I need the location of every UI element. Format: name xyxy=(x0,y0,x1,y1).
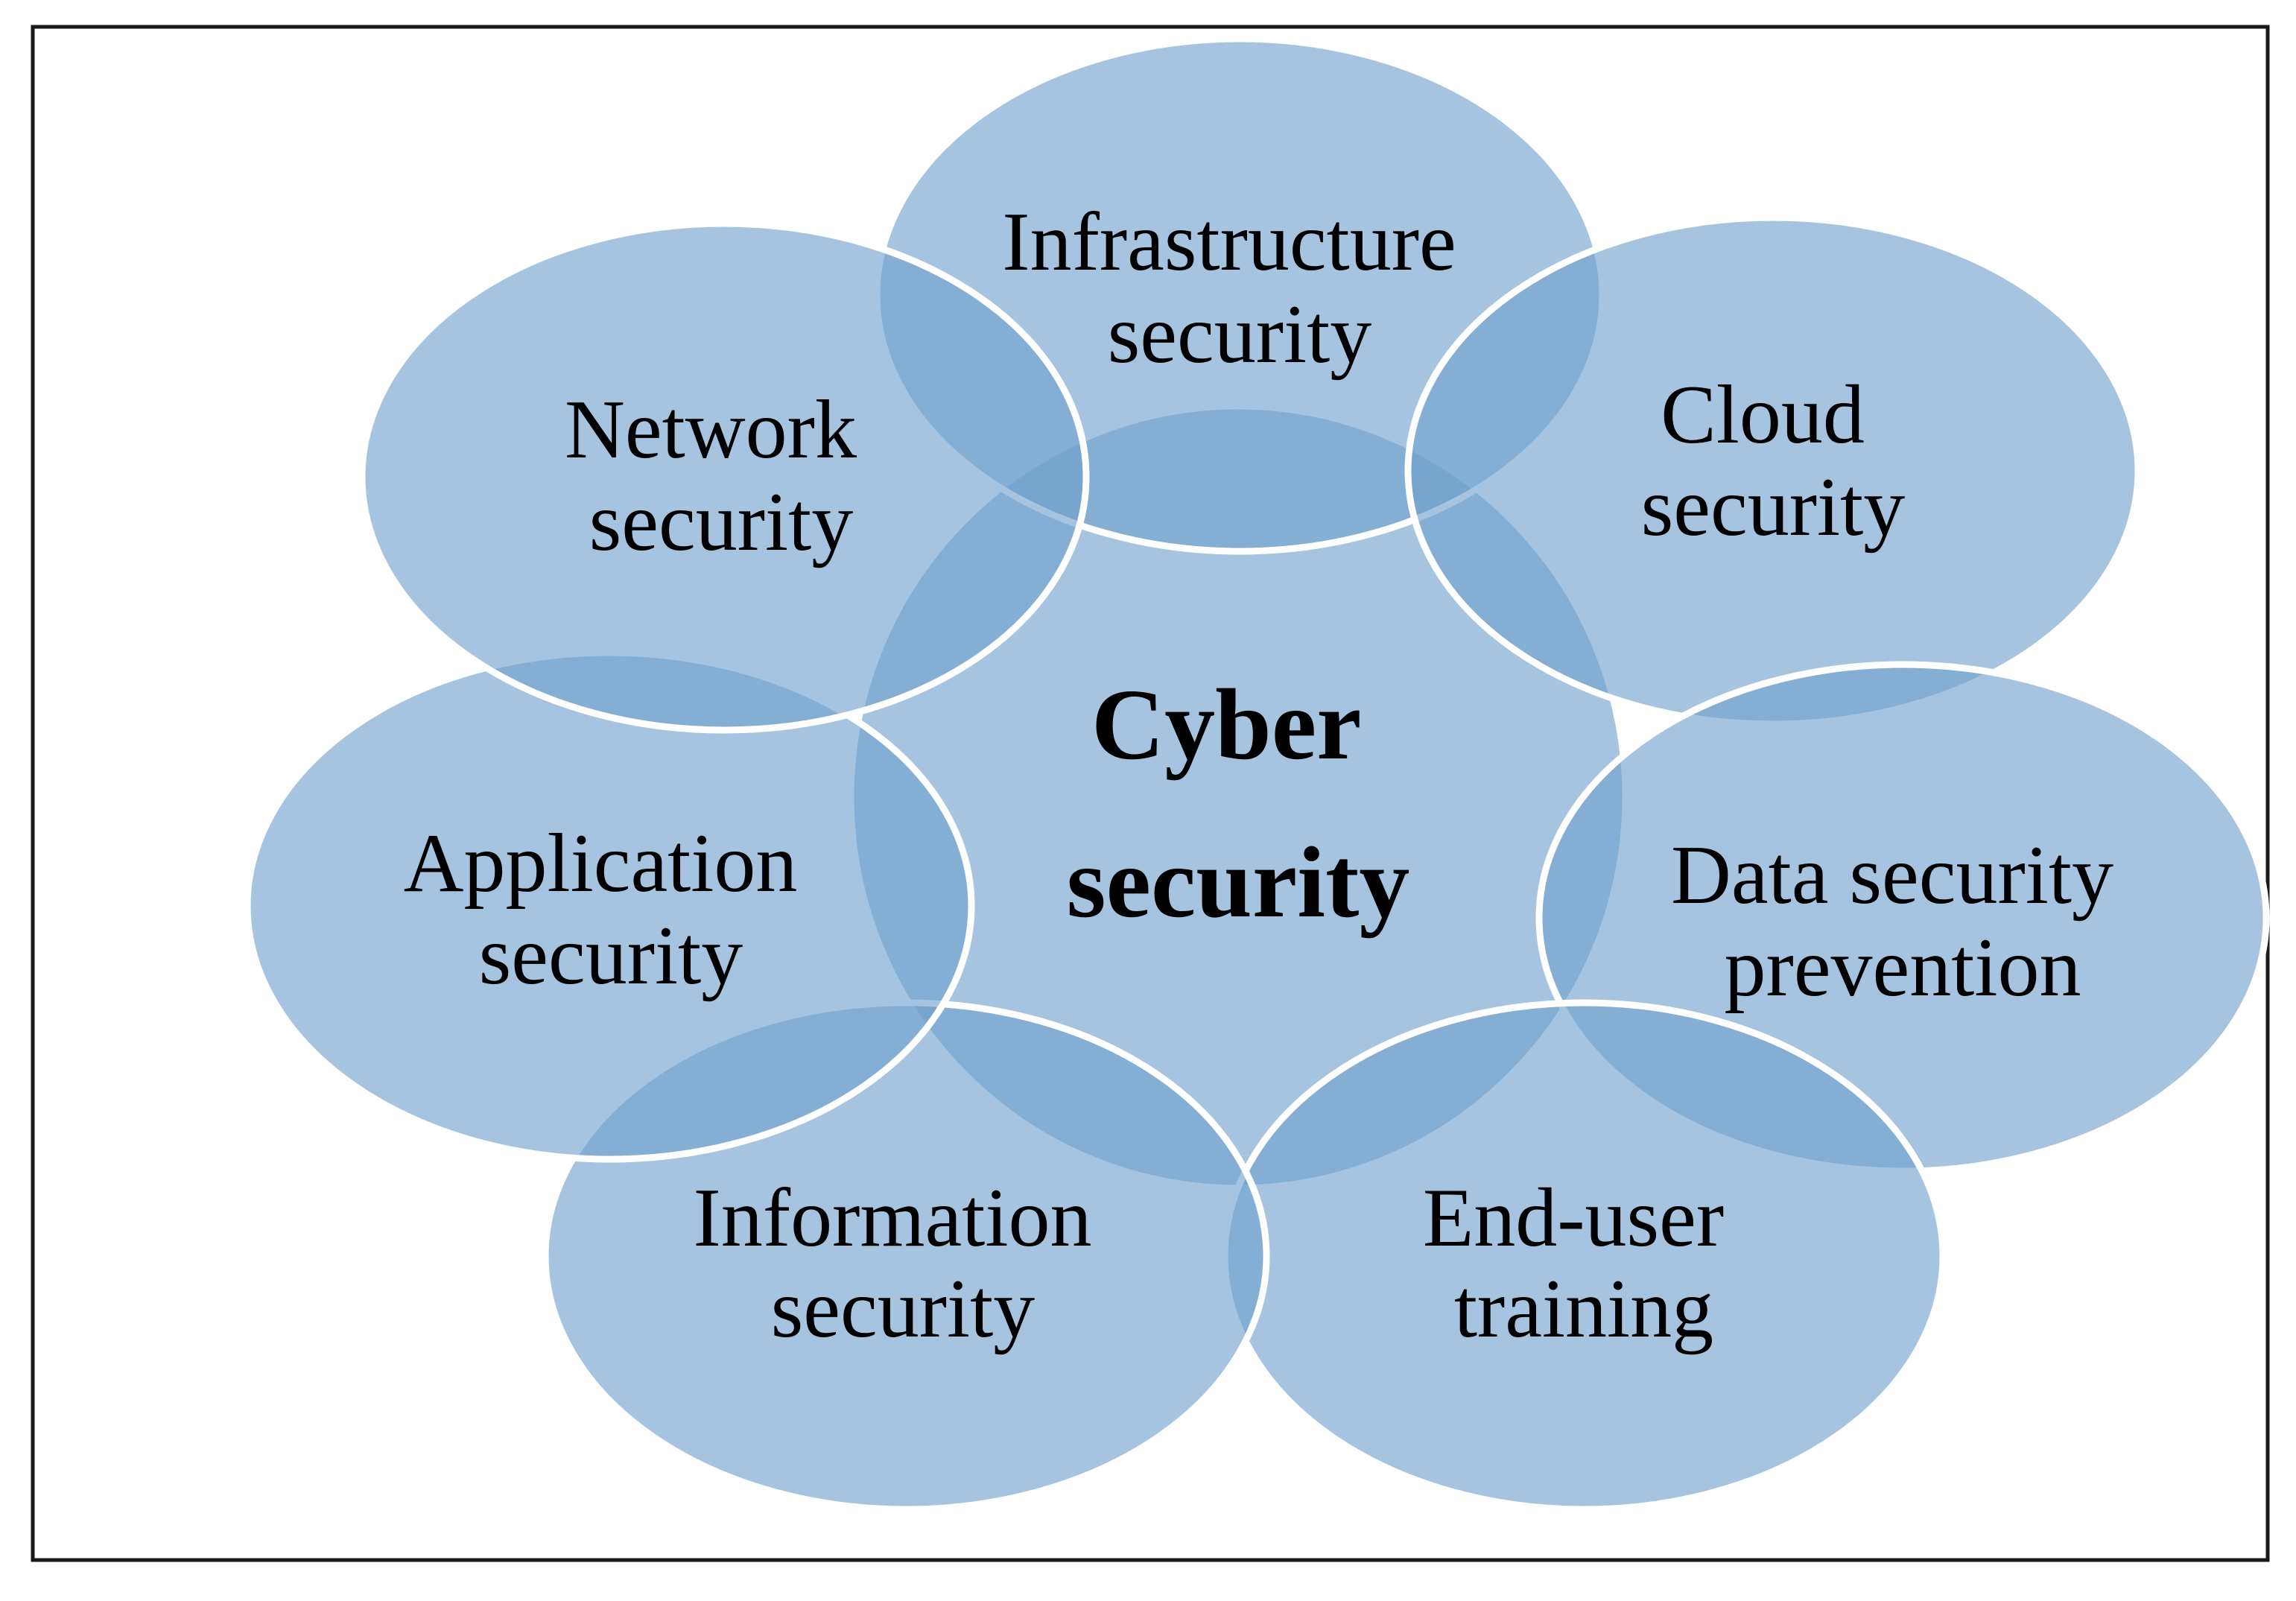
node-label-infrastructure-line2: security xyxy=(1108,288,1372,381)
node-label-cloud: Cloud security xyxy=(1641,369,1906,554)
node-label-end-user-line1: End-user xyxy=(1423,1172,1724,1264)
node-label-infrastructure: Infrastructure security xyxy=(1002,196,1477,381)
center-label-line1: Cyber xyxy=(1091,669,1360,781)
node-label-network-line2: security xyxy=(589,476,854,568)
node-label-cloud-line1: Cloud xyxy=(1661,369,1865,461)
node-label-infrastructure-line1: Infrastructure xyxy=(1002,196,1456,288)
node-label-network: Network security xyxy=(565,384,878,568)
center-label: Cyber security xyxy=(1067,669,1410,939)
node-circle-network xyxy=(358,220,1090,734)
node-label-cloud-line2: security xyxy=(1641,461,1906,554)
node-label-network-line1: Network xyxy=(565,384,857,476)
node-label-data-security: Data security prevention xyxy=(1671,829,2134,1014)
node-label-application-line1: Application xyxy=(404,817,798,910)
node-label-information: Information security xyxy=(694,1172,1113,1355)
node-label-data-security-line2: prevention xyxy=(1725,922,2081,1014)
node-label-end-user: End-user training xyxy=(1423,1172,1745,1355)
node-label-end-user-line2: training xyxy=(1454,1263,1713,1355)
node-label-application: Application security xyxy=(404,817,819,1002)
center-label-line2: security xyxy=(1067,827,1410,939)
node-label-information-line1: Information xyxy=(694,1172,1092,1264)
node-label-application-line2: security xyxy=(479,910,743,1002)
node-label-information-line2: security xyxy=(771,1263,1036,1355)
node-label-data-security-line1: Data security xyxy=(1671,829,2113,922)
